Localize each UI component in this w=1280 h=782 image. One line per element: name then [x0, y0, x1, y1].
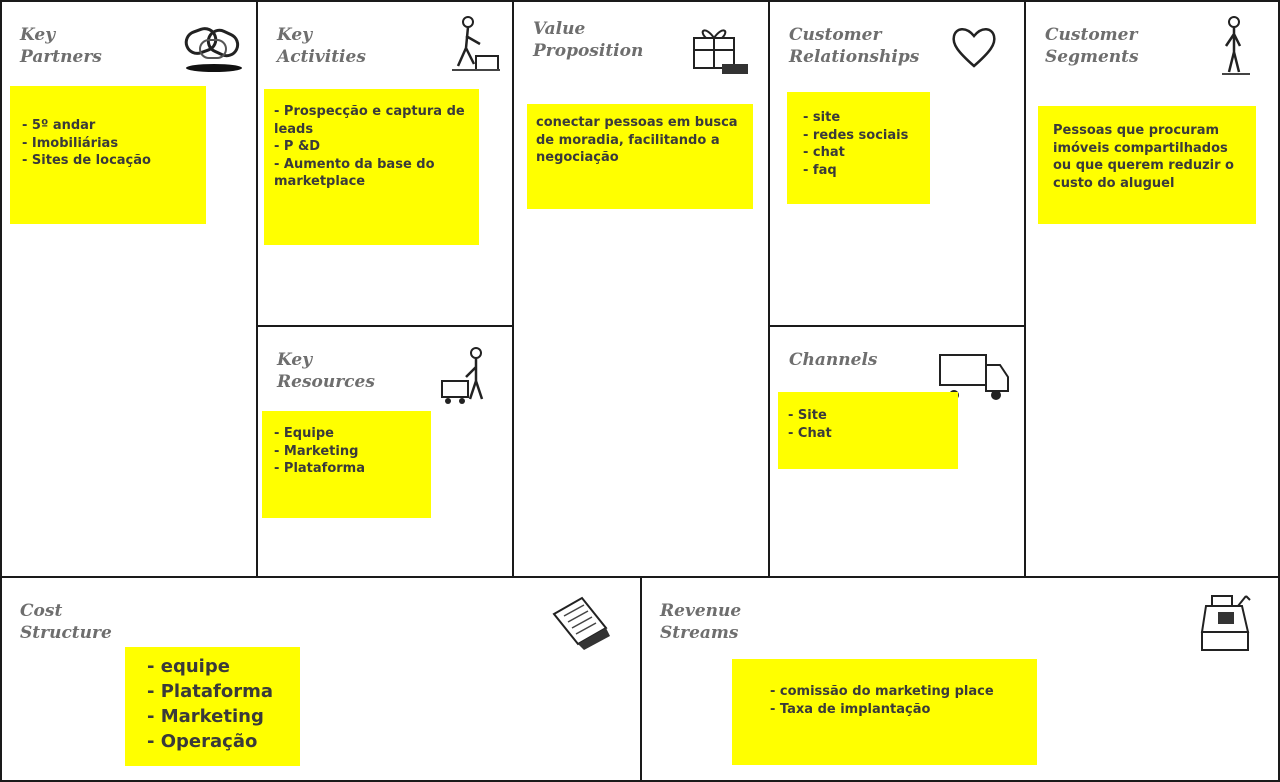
- note-line: - Chat: [788, 425, 832, 441]
- title-line: Activities: [277, 47, 366, 67]
- note-line: - faq: [803, 162, 837, 178]
- value-proposition-block: Value Proposition: [512, 0, 770, 578]
- note-line: - Taxa de implantação: [770, 701, 931, 717]
- note-line: - site: [803, 110, 841, 125]
- title-line: Partners: [20, 47, 102, 67]
- title-line: Customer: [1045, 25, 1138, 45]
- note-line: - Plataforma: [274, 461, 365, 476]
- note-line: - Imobiliárias: [22, 135, 119, 151]
- title-line: Streams: [660, 623, 739, 643]
- title-line: Structure: [20, 623, 112, 643]
- note-line: - Prospecção e captura de leads: [274, 104, 465, 137]
- key-partners-note: - 5º andar - Imobiliárias - Sites de loc…: [10, 86, 206, 224]
- note-line: - Sites de locação: [22, 153, 151, 168]
- note-line: - equipe: [147, 656, 230, 677]
- title-line: Customer: [789, 25, 882, 45]
- title-line: Resources: [277, 372, 375, 392]
- note-line: - Operação: [147, 731, 258, 752]
- title-line: Value: [533, 19, 586, 39]
- note-line: - Equipe: [274, 426, 334, 441]
- cash-register-icon: [1198, 592, 1254, 656]
- key-resources-note: - Equipe - Marketing - Plataforma: [262, 411, 431, 518]
- note-line: Pessoas que procuram imóveis compartilha…: [1053, 123, 1234, 191]
- title-line: Relationships: [789, 47, 920, 67]
- revenue-streams-title: Revenue Streams: [660, 600, 741, 644]
- customer-segments-block: Customer Segments: [1024, 0, 1280, 578]
- worker-icon: [446, 14, 504, 76]
- note-line: - redes sociais: [803, 127, 909, 143]
- customer-segments-title: Customer Segments: [1045, 24, 1139, 68]
- cost-structure-block: Cost Structure: [0, 576, 642, 782]
- note-line: - Marketing: [274, 443, 359, 459]
- channels-note: - Site - Chat: [778, 392, 958, 469]
- key-resources-title: Key Resources: [277, 349, 375, 393]
- cost-structure-note: - equipe - Plataforma - Marketing - Oper…: [125, 647, 300, 766]
- customer-relationships-title: Customer Relationships: [789, 24, 919, 68]
- worker-with-cart-icon: [438, 345, 500, 407]
- title-line: Segments: [1045, 47, 1139, 67]
- note-line: conectar pessoas em busca de moradia, fa…: [536, 115, 738, 165]
- title-line: Key: [277, 25, 313, 45]
- title-line: Cost: [20, 601, 63, 621]
- note-line: - Site: [788, 408, 827, 423]
- customer-segments-note: Pessoas que procuram imóveis compartilha…: [1038, 106, 1256, 224]
- title-line: Key: [20, 25, 56, 45]
- note-line: - Aumento da base do marketplace: [274, 156, 435, 190]
- note-line: - Marketing: [147, 706, 264, 727]
- chain-links-icon: [180, 20, 248, 74]
- note-line: - 5º andar: [22, 118, 96, 133]
- title-line: Proposition: [533, 41, 644, 61]
- cost-structure-title: Cost Structure: [20, 600, 112, 644]
- value-proposition-note: conectar pessoas em busca de moradia, fa…: [527, 104, 753, 209]
- heart-icon: [950, 22, 998, 70]
- person-icon: [1216, 14, 1256, 78]
- customer-relationships-note: - site - redes sociais - chat - faq: [787, 92, 930, 204]
- gift-box-icon: [688, 20, 754, 80]
- receipt-icon: [548, 592, 614, 650]
- note-line: - P &D: [274, 139, 321, 154]
- title-line: Revenue: [660, 601, 742, 621]
- note-line: - chat: [803, 145, 845, 160]
- title-line: Key: [277, 350, 313, 370]
- value-proposition-title: Value Proposition: [533, 18, 643, 62]
- note-line: - comissão do marketing place: [770, 684, 994, 699]
- channels-title: Channels: [789, 349, 877, 371]
- revenue-streams-note: - comissão do marketing place - Taxa de …: [732, 659, 1037, 765]
- note-line: - Plataforma: [147, 681, 273, 702]
- key-activities-title: Key Activities: [277, 24, 366, 68]
- title-line: Channels: [789, 350, 878, 370]
- key-activities-note: - Prospecção e captura de leads - P &D -…: [264, 89, 479, 245]
- key-partners-title: Key Partners: [20, 24, 102, 68]
